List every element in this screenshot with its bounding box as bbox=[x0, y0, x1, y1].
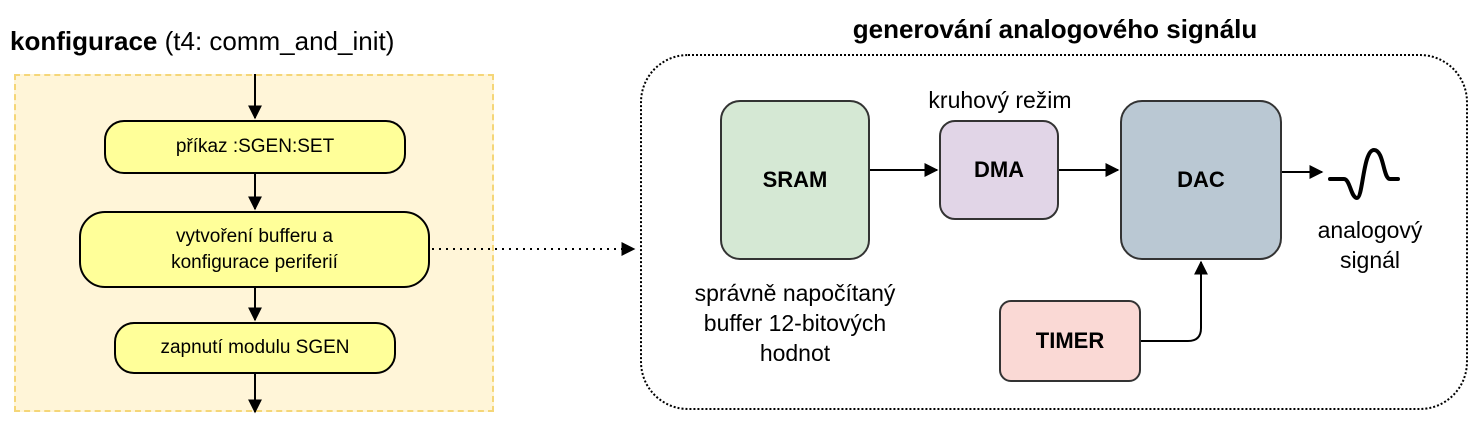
sine-wave-icon bbox=[1328, 148, 1400, 200]
sram-block: SRAM bbox=[720, 100, 870, 260]
timer-to-dac-arrow bbox=[1141, 260, 1208, 342]
timer-block: TIMER bbox=[999, 300, 1141, 382]
step-enable-sgen-module: zapnutí modulu SGEN bbox=[114, 322, 396, 374]
config-title: konfigurace (t4: comm_and_init) bbox=[10, 26, 394, 57]
config-title-detail: (t4: comm_and_init) bbox=[164, 26, 395, 56]
dma-block: DMA bbox=[939, 120, 1059, 220]
generation-title: generování analogového signálu bbox=[852, 14, 1258, 44]
config-title-bold: konfigurace bbox=[10, 26, 158, 56]
dac-block: DAC bbox=[1120, 100, 1282, 260]
dma-mode-label: kruhový režim bbox=[928, 87, 1072, 113]
step-sgen-set-command: příkaz :SGEN:SET bbox=[104, 120, 406, 174]
generation-panel bbox=[640, 54, 1468, 410]
